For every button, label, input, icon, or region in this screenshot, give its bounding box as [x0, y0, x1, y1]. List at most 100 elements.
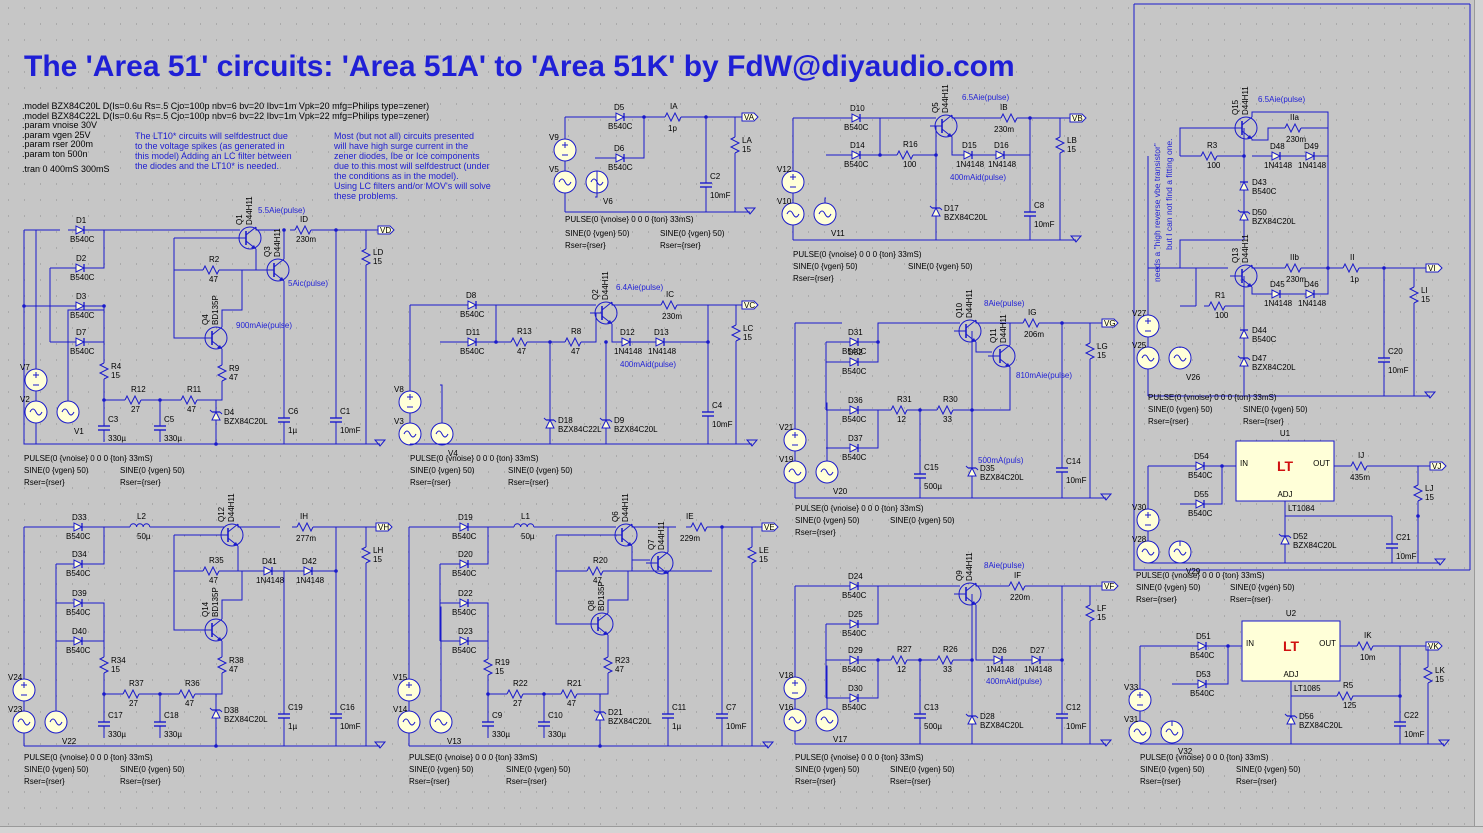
resistor-label: 15: [111, 371, 120, 380]
diode: [66, 598, 90, 608]
diode-label: 1N4148: [986, 665, 1015, 674]
diode-label: B540C: [1188, 509, 1213, 518]
note-surge: Most (but not all) circuits presented wi…: [334, 131, 491, 201]
resistor-zigzag: [178, 688, 196, 700]
ground-glyph: [761, 741, 775, 749]
resistor-label: 47: [593, 576, 602, 585]
capacitor-label: 10mF: [1066, 476, 1087, 485]
directive-line: .model BZX84C20L D(Is=0.6u Rs=.5 Cjo=100…: [22, 101, 430, 111]
wire: [1251, 127, 1280, 141]
diode-bar: [1237, 355, 1241, 359]
transistor-arrow: [627, 542, 632, 546]
capacitor-label: C22: [1404, 711, 1419, 720]
resistor-zigzag: [124, 394, 142, 406]
resistor-label: 33: [943, 665, 952, 674]
diode-label: 1N4148: [1298, 161, 1327, 170]
voltage-source: [12, 710, 36, 734]
voltage-source: [815, 708, 839, 732]
voltage-source: [24, 368, 48, 392]
junction-dot: [102, 304, 106, 308]
diode-label: BZX84C20L: [608, 717, 652, 726]
resistor-label: R4: [111, 362, 122, 371]
transistor: [586, 612, 614, 636]
diode-label: B540C: [842, 665, 867, 674]
transistor-label: BD135P: [597, 581, 606, 611]
wire: [1214, 646, 1229, 685]
wire: [595, 171, 598, 198]
ground-glyph: [1433, 558, 1447, 566]
resistor-zigzag: [564, 336, 582, 348]
resistor: [932, 404, 960, 416]
directive-line: .param vnoise 30V: [22, 120, 98, 131]
wire: [1179, 228, 1245, 268]
resistor-label: 47: [571, 347, 580, 356]
transistor: [988, 344, 1016, 368]
voltage-source-label: V17: [833, 735, 848, 744]
diode: [452, 598, 476, 608]
resistor-label: LD: [373, 248, 383, 257]
resistor-zigzag: [202, 565, 220, 577]
diode-label: B540C: [66, 646, 91, 655]
diode-label: B540C: [1252, 187, 1277, 196]
diode-label: B540C: [608, 163, 633, 172]
voltage-source: [1168, 346, 1192, 370]
resistor-zigzag: [586, 565, 604, 577]
capacitor: [914, 702, 926, 730]
diode-label: BZX84C20L: [1252, 217, 1296, 226]
wire: [1212, 466, 1223, 505]
diode-bar: [929, 205, 933, 209]
capacitor-label: 500µ: [924, 722, 942, 731]
resistor-zigzag: [664, 111, 682, 123]
ic-pin-label: ADJ: [1283, 670, 1298, 679]
resistor-label: 100: [1207, 161, 1221, 170]
resistor-label: 15: [1067, 145, 1076, 154]
directive-line: .param ton 500n: [22, 148, 88, 159]
voltage-source: [56, 400, 80, 424]
diode-label: 1N4148: [614, 347, 643, 356]
resistor-zigzag: [1336, 690, 1354, 702]
capacitor-label: 1µ: [288, 426, 297, 435]
diode-label: D38: [224, 706, 239, 715]
voltage-source-label: V4: [448, 449, 458, 458]
net-label-flag: [1101, 581, 1119, 591]
resistor: [120, 394, 148, 406]
resistor-label: LC: [743, 324, 753, 333]
inductor-label: 1p: [1350, 275, 1359, 284]
source-spec: Rser={rser}: [890, 777, 931, 786]
sine-glyph: [17, 718, 31, 726]
diode-label: BZX84C20L: [944, 213, 988, 222]
source-spec: SINE(0 {vgen} 50): [795, 765, 860, 774]
diode-body: [459, 522, 470, 532]
diode-body: [1239, 356, 1249, 367]
wire: [103, 680, 118, 695]
wire: [67, 309, 104, 401]
sine-glyph: [403, 430, 417, 438]
sine-glyph: [788, 716, 802, 724]
capacitor: [278, 406, 290, 434]
diode-label: D4: [224, 408, 235, 417]
diode-label: D6: [614, 144, 625, 153]
wire: [975, 342, 992, 353]
current-annotation: 5.5Aie(pulse): [258, 206, 305, 215]
resistor: [482, 654, 494, 682]
capacitor: [1056, 702, 1068, 730]
resistor: [502, 688, 530, 700]
resistor-label: 47: [229, 665, 238, 674]
resistor-label: R20: [593, 556, 608, 565]
diode-label: B540C: [452, 646, 477, 655]
wire: [365, 272, 380, 445]
wire: [920, 126, 937, 156]
current-annotation: 5Aic(pulse): [288, 279, 328, 288]
diode-label: 1N4148: [956, 160, 985, 169]
voltage-source-label: V2: [20, 395, 30, 404]
resistor-label: 15: [373, 555, 382, 564]
wire: [631, 524, 676, 528]
ground-symbol: [743, 207, 757, 215]
source-spec: SINE(0 {vgen} 50): [410, 466, 475, 475]
directive-line: .param rser 200m: [22, 139, 94, 150]
diode-label: B540C: [842, 415, 867, 424]
resistor-label: 15: [1097, 351, 1106, 360]
wire: [951, 115, 996, 119]
capacitor-label: C16: [340, 703, 355, 712]
voltage-source-label: V11: [831, 229, 845, 238]
